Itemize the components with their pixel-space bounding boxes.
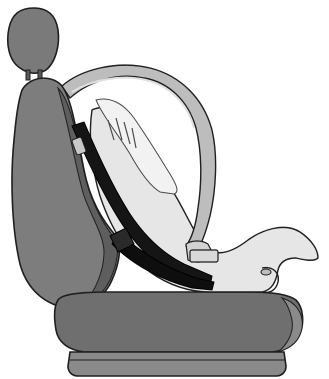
carrier-foot-detail — [261, 269, 271, 275]
headrest — [8, 8, 59, 73]
seat-cushion — [55, 292, 303, 352]
belt-guide-clip — [190, 250, 218, 262]
headrest-post — [26, 70, 30, 80]
seat-base — [68, 352, 286, 376]
